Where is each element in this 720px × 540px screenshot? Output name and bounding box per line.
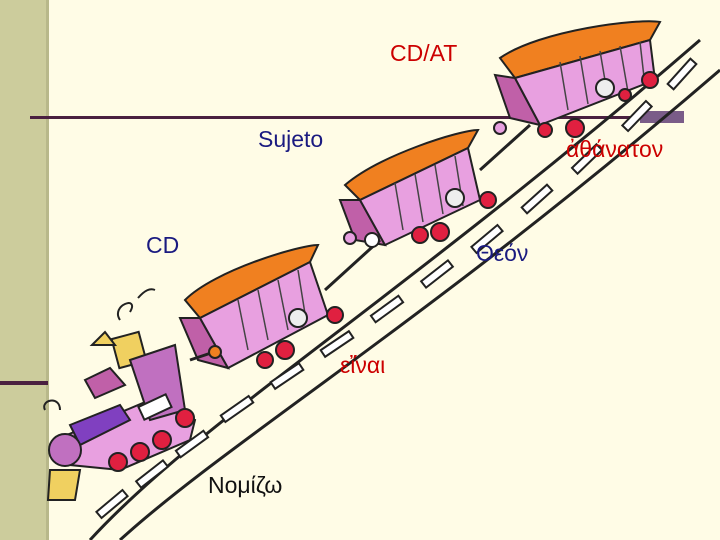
label-einai: εἴναι: [340, 352, 386, 378]
label-sujeto: Sujeto: [258, 126, 324, 152]
left-divider-line: [0, 381, 48, 385]
wagon-middle: [338, 121, 532, 247]
label-nomizo: Νομίζω: [208, 472, 283, 498]
top-divider-accent: [640, 111, 684, 123]
label-cd: CD: [146, 232, 180, 258]
railway-track: [88, 38, 720, 540]
label-theon: Θεόν: [476, 240, 529, 266]
locomotive: [43, 288, 222, 501]
wagon-top: [493, 20, 662, 138]
top-divider-line: [30, 116, 680, 119]
label-athanaton: ἀθάνατον: [566, 136, 664, 162]
left-decorative-band: [0, 0, 46, 540]
label-cd-at: CD/AT: [390, 40, 458, 66]
left-band-edge: [46, 0, 49, 540]
